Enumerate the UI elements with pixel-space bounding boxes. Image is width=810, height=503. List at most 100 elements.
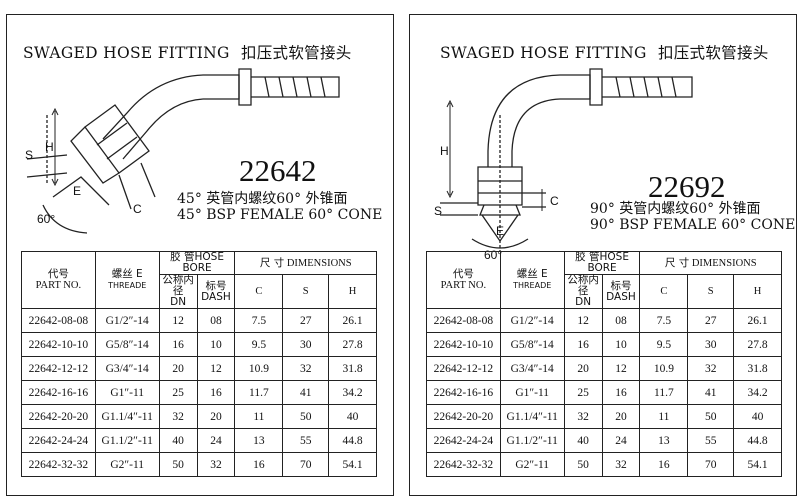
header-s: S xyxy=(282,274,330,309)
cell-thread: G1.1/2″-11 xyxy=(499,428,565,453)
header-dimensions: 尺 寸 DIMENSIONS xyxy=(234,251,377,275)
header-hose-bore: 胶 管HOSE BORE xyxy=(158,251,236,275)
cell-dash: 24 xyxy=(196,428,236,453)
cell-thread: G1.1/4″-11 xyxy=(94,404,160,429)
cell-h: 27.8 xyxy=(328,332,377,357)
cell-c: 11 xyxy=(639,404,689,429)
cell-s: 30 xyxy=(282,332,330,357)
cell-part-no: 22642-16-16 xyxy=(21,380,96,405)
description-english: 90° BSP FEMALE 60° CONE xyxy=(590,217,796,233)
cell-h: 26.1 xyxy=(328,308,377,333)
label-c: C xyxy=(550,194,559,208)
cell-c: 7.5 xyxy=(639,308,689,333)
cell-h: 40 xyxy=(733,404,782,429)
cell-h: 26.1 xyxy=(733,308,782,333)
fitting-panel-22692: SWAGED HOSE FITTING 扣压式软管接头 xyxy=(409,14,797,496)
title-english: SWAGED HOSE FITTING xyxy=(440,44,647,62)
cell-dash: 08 xyxy=(196,308,236,333)
cell-part-no: 22642-16-16 xyxy=(426,380,501,405)
cell-dash: 32 xyxy=(196,452,236,477)
panel-title: SWAGED HOSE FITTING 扣压式软管接头 xyxy=(23,41,352,63)
label-h: H xyxy=(45,140,54,154)
cell-dn: 16 xyxy=(563,332,603,357)
description-english: 45° BSP FEMALE 60° CONE xyxy=(177,207,383,223)
cell-c: 9.5 xyxy=(639,332,689,357)
cell-dash: 20 xyxy=(601,404,641,429)
cell-part-no: 22642-20-20 xyxy=(426,404,501,429)
cell-part-no: 22642-32-32 xyxy=(426,452,501,477)
cell-dash: 10 xyxy=(196,332,236,357)
cell-dash: 12 xyxy=(601,356,641,381)
cell-part-no: 22642-08-08 xyxy=(426,308,501,333)
cell-thread: G2″-11 xyxy=(94,452,160,477)
cell-c: 16 xyxy=(639,452,689,477)
cell-s: 55 xyxy=(687,428,735,453)
cell-c: 13 xyxy=(639,428,689,453)
cell-part-no: 22642-08-08 xyxy=(21,308,96,333)
cell-s: 27 xyxy=(282,308,330,333)
cell-s: 41 xyxy=(687,380,735,405)
cell-thread: G1/2″-14 xyxy=(94,308,160,333)
cell-dn: 32 xyxy=(158,404,198,429)
cell-dn: 20 xyxy=(563,356,603,381)
cell-dash: 16 xyxy=(196,380,236,405)
cell-part-no: 22642-32-32 xyxy=(21,452,96,477)
cell-c: 7.5 xyxy=(234,308,284,333)
cell-thread: G1″-11 xyxy=(499,380,565,405)
header-c: C xyxy=(639,274,689,309)
description-chinese: 45° 英管内螺纹60° 外锥面 xyxy=(177,191,348,207)
cell-dash: 12 xyxy=(196,356,236,381)
cell-c: 9.5 xyxy=(234,332,284,357)
cell-h: 40 xyxy=(328,404,377,429)
label-e: E xyxy=(496,224,504,238)
label-e: E xyxy=(73,184,81,198)
cell-c: 13 xyxy=(234,428,284,453)
description-chinese: 90° 英管内螺纹60° 外锥面 xyxy=(590,201,761,217)
cell-h: 44.8 xyxy=(328,428,377,453)
cell-thread: G1.1/4″-11 xyxy=(499,404,565,429)
cell-dn: 32 xyxy=(563,404,603,429)
cell-dn: 40 xyxy=(158,428,198,453)
cell-dn: 12 xyxy=(563,308,603,333)
cell-dn: 40 xyxy=(563,428,603,453)
cell-part-no: 22642-12-12 xyxy=(21,356,96,381)
cell-s: 50 xyxy=(687,404,735,429)
cell-h: 54.1 xyxy=(733,452,782,477)
cell-s: 32 xyxy=(687,356,735,381)
cell-s: 70 xyxy=(282,452,330,477)
cell-s: 27 xyxy=(687,308,735,333)
header-c: C xyxy=(234,274,284,309)
cell-thread: G2″-11 xyxy=(499,452,565,477)
cell-dash: 08 xyxy=(601,308,641,333)
label-s: S xyxy=(434,204,442,218)
cell-s: 41 xyxy=(282,380,330,405)
label-c: C xyxy=(133,202,142,216)
cell-s: 70 xyxy=(687,452,735,477)
cell-dn: 16 xyxy=(158,332,198,357)
cell-dn: 50 xyxy=(563,452,603,477)
cell-s: 50 xyxy=(282,404,330,429)
cell-part-no: 22642-12-12 xyxy=(426,356,501,381)
cell-s: 30 xyxy=(687,332,735,357)
cell-thread: G1.1/2″-11 xyxy=(94,428,160,453)
description: 45° 英管内螺纹60° 外锥面 45° BSP FEMALE 60° CONE xyxy=(177,191,382,223)
header-h: H xyxy=(328,274,377,309)
cell-c: 11.7 xyxy=(234,380,284,405)
cell-dash: 32 xyxy=(601,452,641,477)
cell-h: 44.8 xyxy=(733,428,782,453)
cell-c: 11.7 xyxy=(639,380,689,405)
